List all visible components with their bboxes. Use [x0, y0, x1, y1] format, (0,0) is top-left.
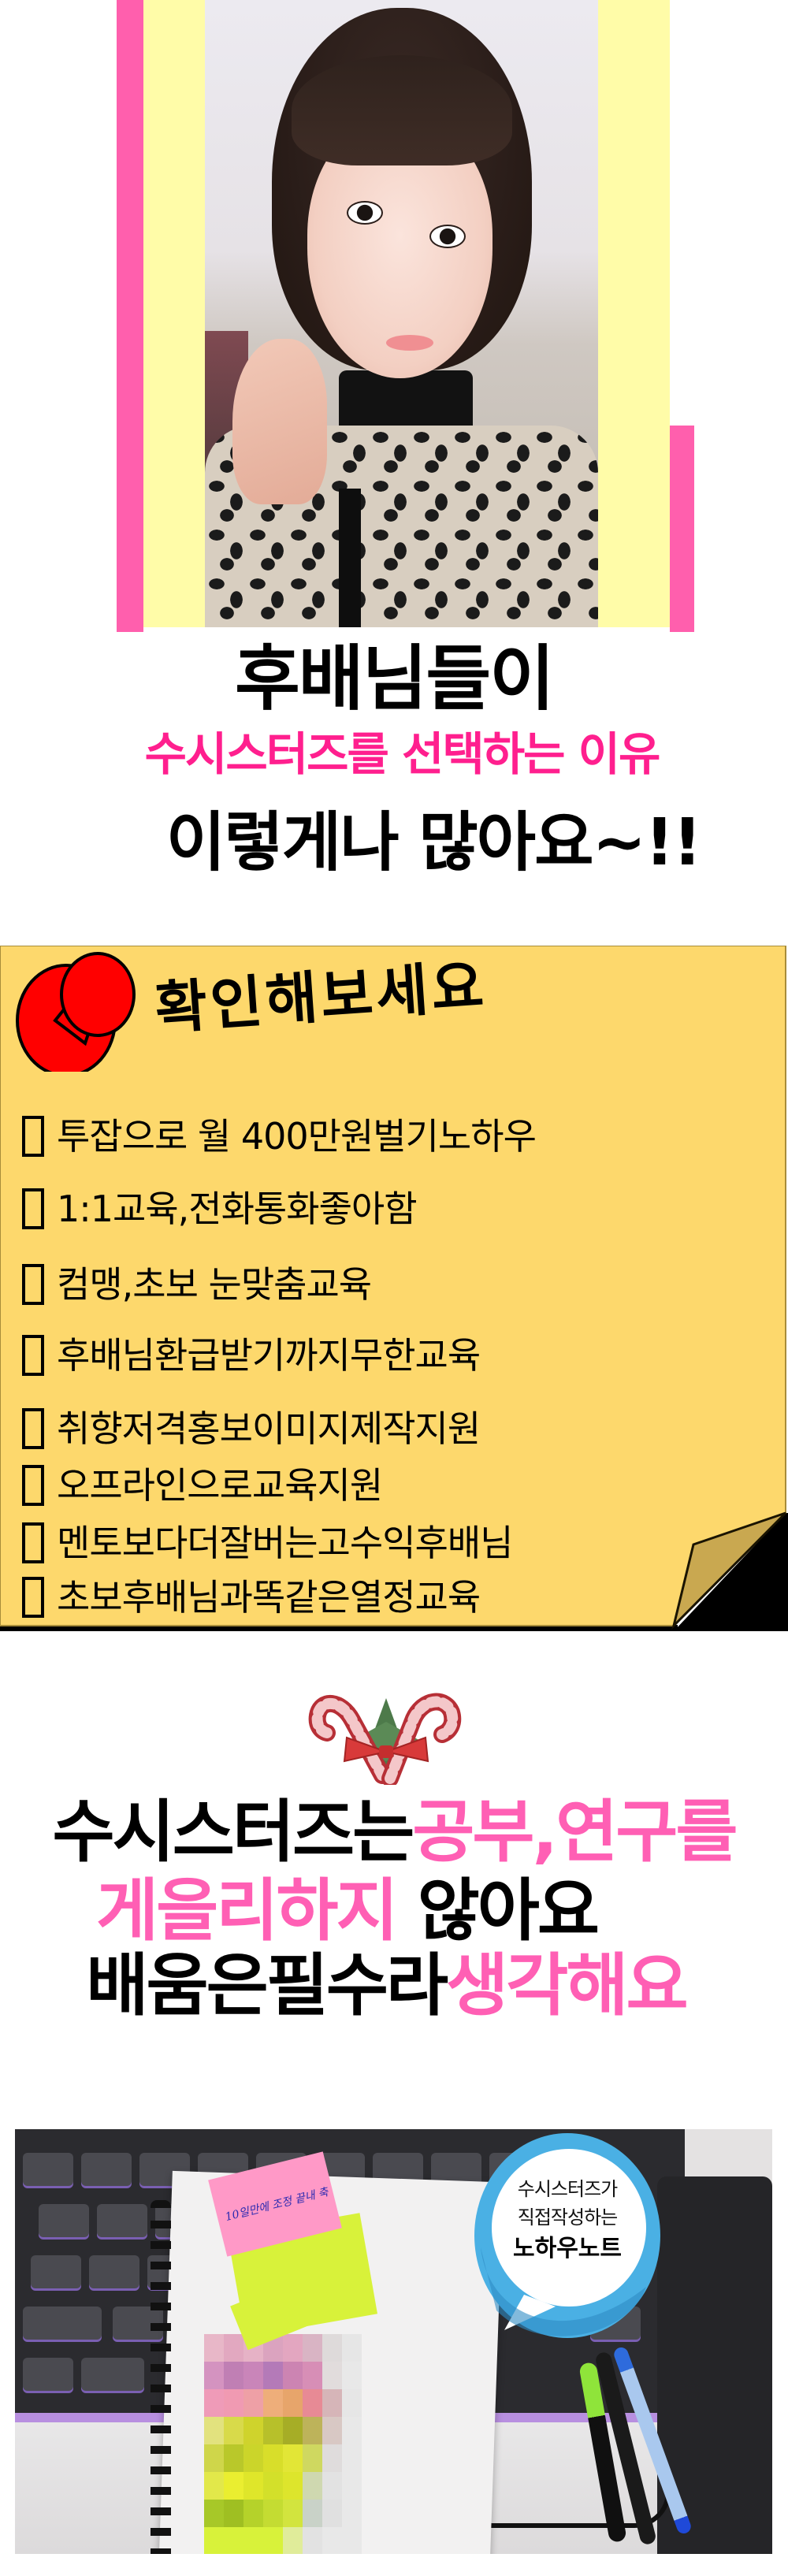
values-headline-pink-text: 공부,연구를 — [412, 1793, 738, 1872]
bubble-line-1: 수시스터즈가 — [517, 2178, 618, 2200]
pushpin-icon — [16, 952, 136, 1072]
checklist-item[interactable]: 오프라인으로교육지원 — [22, 1462, 383, 1509]
portrait-hand — [232, 339, 327, 504]
headline-subtitle: 수시스터즈를 선택하는 이유 — [144, 727, 661, 781]
values-headline-black-text: 않아요 — [417, 1872, 600, 1950]
values-headline-black-text: 배움은필수라 — [86, 1946, 448, 2025]
checklist-item[interactable]: 컴맹,초보 눈맞춤교육 — [22, 1261, 372, 1308]
checkbox-icon[interactable] — [22, 1116, 44, 1157]
notebook-photo: 10일만에 조정 끝내 축 — [15, 2129, 772, 2554]
bubble-line-2: 직접작성하는 — [517, 2206, 618, 2228]
speech-bubble-icon — [474, 2133, 660, 2338]
headline-line-3: 이렇게나 많아요~!! — [165, 805, 702, 880]
checkbox-icon[interactable] — [22, 1465, 44, 1506]
speech-bubble-text: 수시스터즈가 직접작성하는 노하우노트 — [489, 2175, 646, 2266]
checklist-item-label: 1:1교육,전화통화좋아함 — [57, 1188, 418, 1230]
checklist-item-label: 초보후배님과똑같은열정교육 — [57, 1576, 481, 1619]
checkbox-icon[interactable] — [22, 1188, 44, 1229]
checklist-item-label: 후배님환급받기까지무한교육 — [57, 1334, 481, 1377]
checklist-item-label: 투잡으로 월 400만원벌기노하우 — [57, 1115, 537, 1158]
portrait-eye-right — [429, 225, 466, 248]
portrait-lips — [386, 335, 433, 351]
values-headline-black-text: 수시스터즈는 — [52, 1793, 414, 1872]
pink-accent-stripe-left — [117, 0, 143, 632]
checklist-item[interactable]: 취향저격홍보이미지제작지원 — [22, 1405, 481, 1452]
values-headline-line-3: 배움은필수라생각해요 — [0, 1946, 780, 2025]
blurred-notes — [204, 2334, 362, 2554]
checklist-item-label: 취향저격홍보이미지제작지원 — [57, 1407, 481, 1450]
checkbox-icon[interactable] — [22, 1335, 44, 1376]
checklist-item[interactable]: 투잡으로 월 400만원벌기노하우 — [22, 1113, 537, 1160]
sticky-note-checklist — [0, 946, 788, 1631]
checklist-item[interactable]: 1:1교육,전화통화좋아함 — [22, 1185, 418, 1232]
values-headline-pink-text: 게을리하지 — [96, 1872, 399, 1950]
checkbox-icon[interactable] — [22, 1522, 44, 1563]
pink-accent-stripe-right — [670, 426, 694, 632]
checkbox-icon[interactable] — [22, 1577, 44, 1618]
checklist-item-label: 오프라인으로교육지원 — [57, 1464, 383, 1507]
sticky-note-shape — [0, 946, 788, 1631]
candy-cane-icon — [308, 1693, 462, 1785]
bubble-line-3: 노하우노트 — [513, 2235, 622, 2262]
checkbox-icon[interactable] — [22, 1408, 44, 1449]
portrait-eye-left — [347, 201, 383, 225]
checklist-item[interactable]: 초보후배님과똑같은열정교육 — [22, 1574, 481, 1621]
checklist-item-label: 멘토보다더잘버는고수익후배님 — [57, 1522, 513, 1564]
portrait-bangs — [292, 55, 512, 165]
headline-line-1: 후배님들이 — [235, 637, 555, 720]
values-headline-line-2: 게을리하지 않아요 — [0, 1872, 741, 1950]
checkbox-icon[interactable] — [22, 1264, 44, 1305]
values-headline-pink-text: 생각해요 — [446, 1946, 688, 2025]
checklist-item[interactable]: 후배님환급받기까지무한교육 — [22, 1332, 481, 1379]
hero-portrait-photo — [205, 0, 598, 627]
checklist-item-label: 컴맹,초보 눈맞춤교육 — [57, 1263, 372, 1306]
checklist-item[interactable]: 멘토보다더잘버는고수익후배님 — [22, 1519, 513, 1567]
notebook-spiral-binding — [151, 2200, 171, 2554]
values-headline-line-1: 수시스터즈는공부,연구를 — [0, 1793, 788, 1872]
blouse-zipper — [339, 489, 361, 627]
